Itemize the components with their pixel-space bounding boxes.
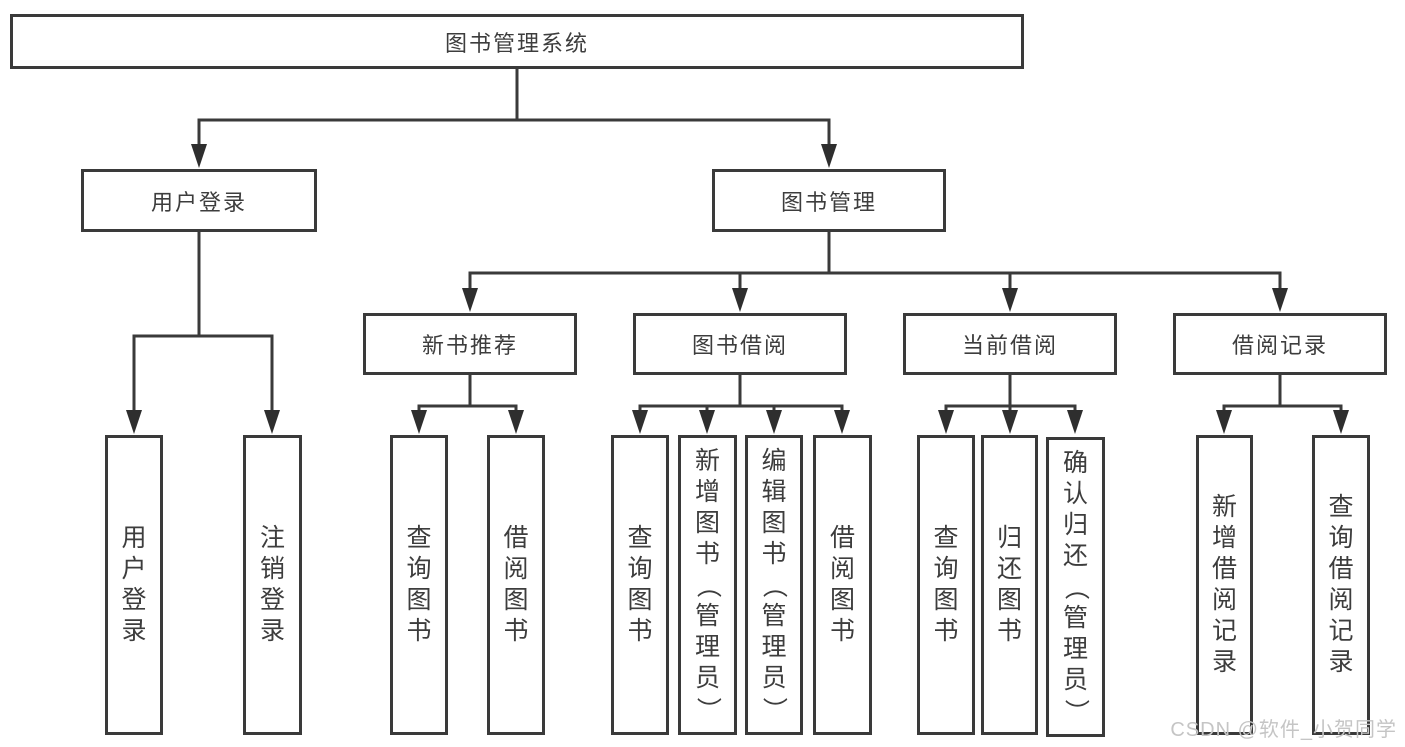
node-label: 用户登录 <box>121 524 147 645</box>
leaf-logout: 注销登录 <box>243 435 302 735</box>
node-label: 确认归还（管理员） <box>1061 448 1090 724</box>
node-label: 图书管理系统 <box>444 30 589 56</box>
leaf-return-books: 归还图书 <box>981 435 1038 735</box>
node-label: 新增图书（管理员） <box>693 446 722 722</box>
node-label: 新书推荐 <box>421 333 518 358</box>
node-label: 借阅图书 <box>503 524 529 645</box>
leaf-query-books-recommend: 查询图书 <box>390 435 448 735</box>
leaf-add-book-admin: 新增图书（管理员） <box>678 435 737 735</box>
node-current-borrowing: 当前借阅 <box>903 313 1117 375</box>
node-label: 编辑图书（管理员） <box>760 446 789 722</box>
node-library-management-system: 图书管理系统 <box>10 14 1024 69</box>
node-user-login: 用户登录 <box>81 169 317 232</box>
leaf-query-books-borrowing: 查询图书 <box>611 435 669 735</box>
node-label: 查询借阅记录 <box>1328 493 1354 676</box>
node-borrowing-records: 借阅记录 <box>1173 313 1387 375</box>
node-label: 新增借阅记录 <box>1211 493 1237 676</box>
leaf-edit-book-admin: 编辑图书（管理员） <box>745 435 803 735</box>
leaf-query-borrow-record: 查询借阅记录 <box>1312 435 1370 735</box>
node-label: 注销登录 <box>259 524 285 645</box>
node-label: 查询图书 <box>406 524 432 645</box>
leaf-borrow-books-borrowing: 借阅图书 <box>813 435 872 735</box>
leaf-user-login: 用户登录 <box>105 435 163 735</box>
leaf-borrow-books-recommend: 借阅图书 <box>487 435 545 735</box>
node-label: 借阅记录 <box>1231 333 1328 358</box>
leaf-query-books-current: 查询图书 <box>917 435 975 735</box>
leaf-add-borrow-record: 新增借阅记录 <box>1196 435 1253 735</box>
node-label: 图书管理 <box>780 189 877 215</box>
node-new-book-recommend: 新书推荐 <box>363 313 577 375</box>
node-label: 查询图书 <box>933 524 959 645</box>
node-book-borrowing: 图书借阅 <box>633 313 847 375</box>
node-label: 查询图书 <box>627 524 653 645</box>
csdn-watermark: CSDN @软件_小贺同学 <box>1170 719 1397 741</box>
node-label: 归还图书 <box>996 524 1022 645</box>
node-book-management: 图书管理 <box>712 169 946 232</box>
leaf-confirm-return-admin: 确认归还（管理员） <box>1046 437 1105 737</box>
node-label: 借阅图书 <box>829 524 855 645</box>
node-label: 用户登录 <box>150 189 247 215</box>
node-label: 图书借阅 <box>691 333 788 358</box>
node-label: 当前借阅 <box>961 333 1058 358</box>
